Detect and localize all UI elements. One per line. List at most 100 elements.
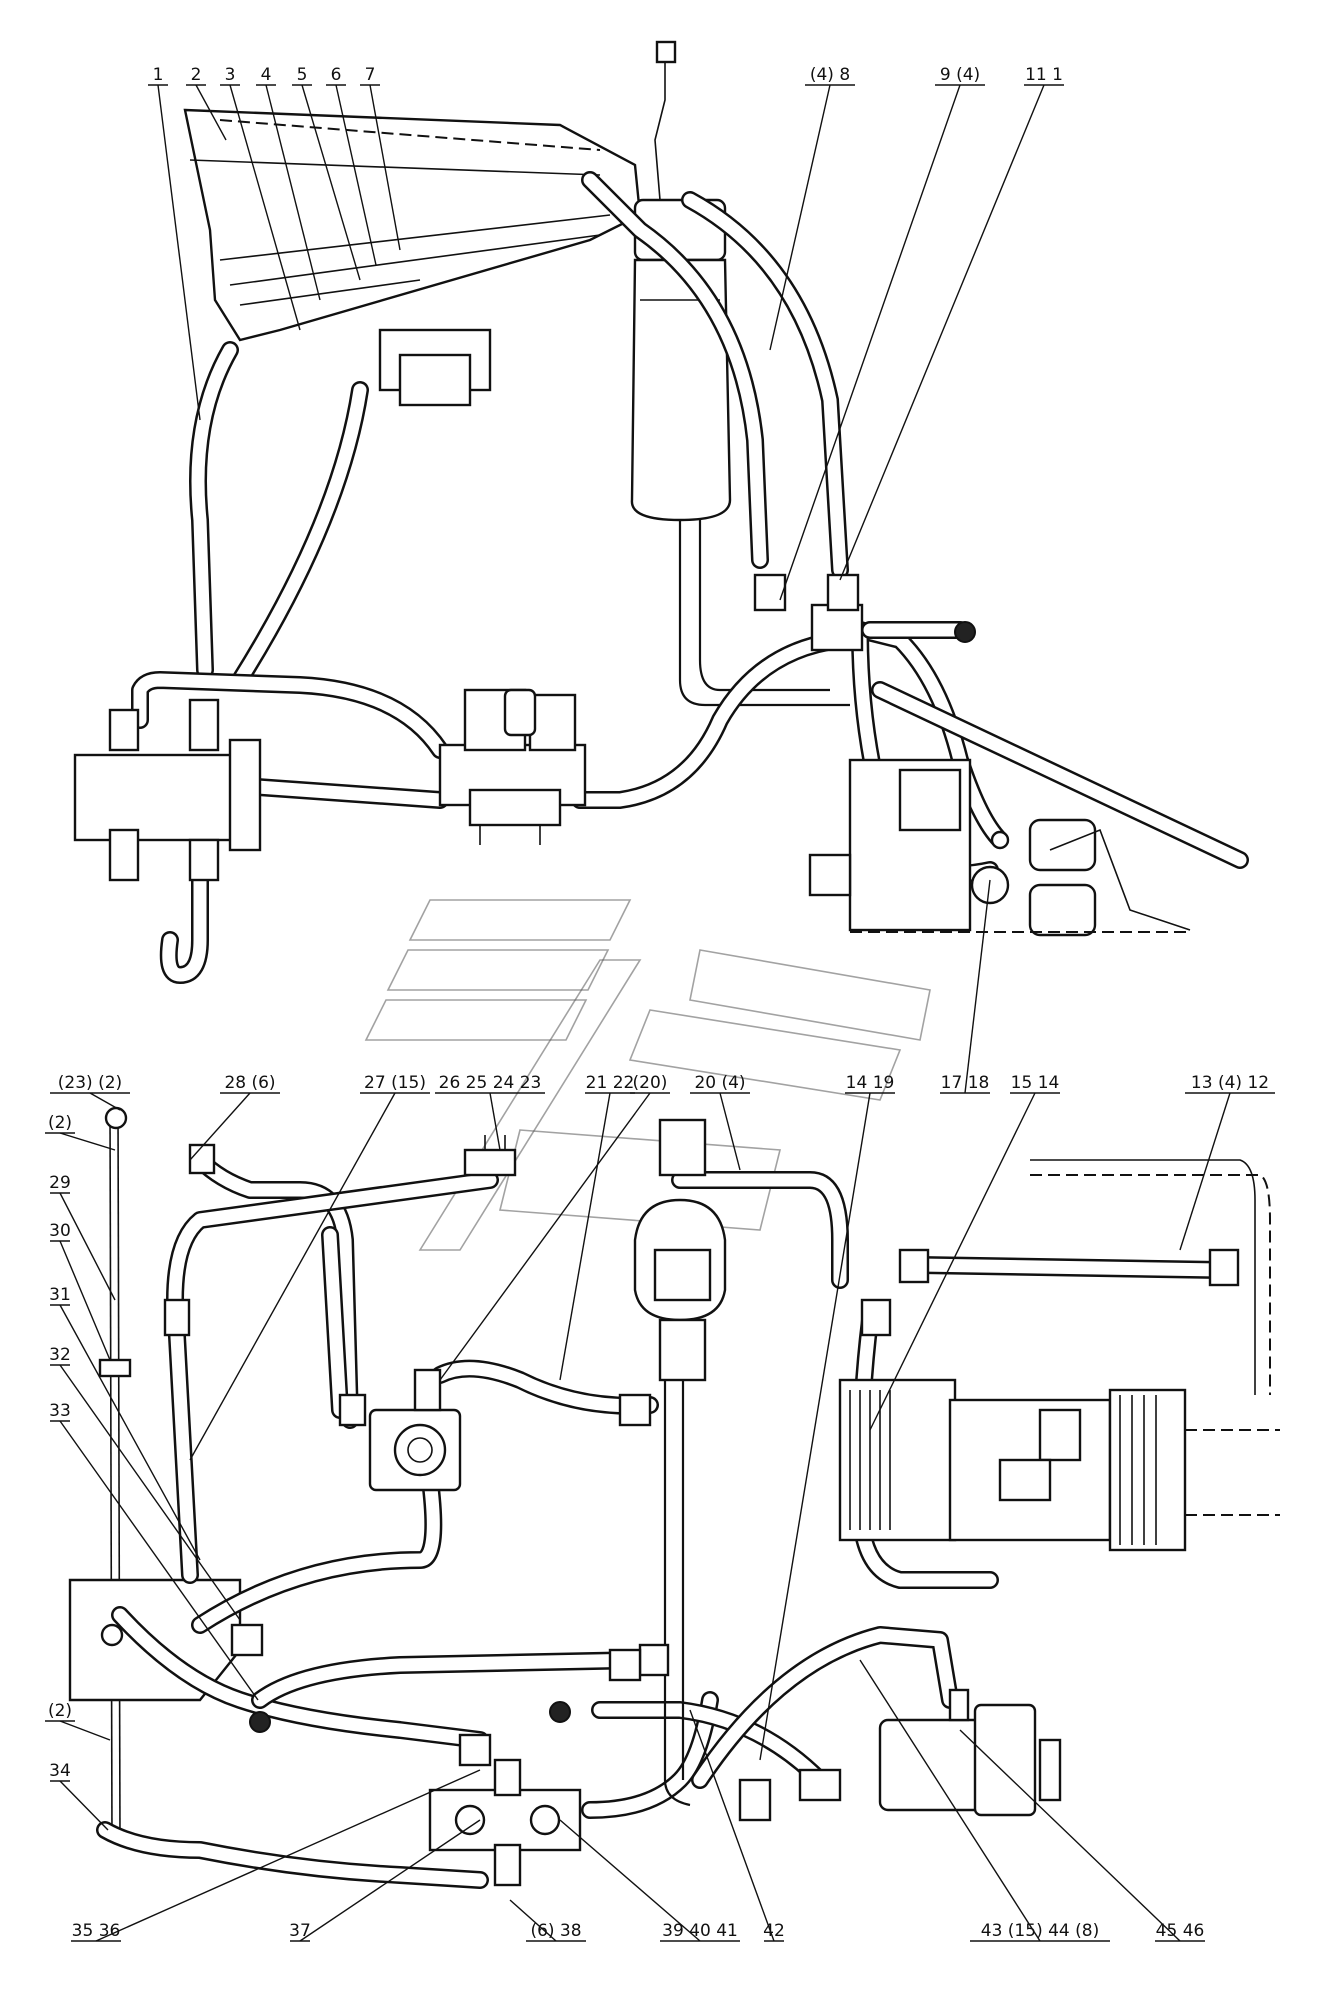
callout-18: 26 25 24 23 xyxy=(435,1073,545,1151)
callout-leader xyxy=(189,1092,251,1161)
callout-text: 7 xyxy=(365,65,376,85)
callout-text: (2) xyxy=(48,1701,72,1721)
callout-text: 17 18 xyxy=(941,1073,990,1093)
inline-filter-bottom xyxy=(633,1118,727,1382)
callout-19: 27 (15) xyxy=(189,1073,430,1461)
callout-leader xyxy=(439,1092,651,1381)
callout-leader xyxy=(59,1364,241,1621)
callout-leader xyxy=(559,1092,611,1381)
callout-leader xyxy=(59,1720,111,1741)
callout-14: 14 19 xyxy=(759,1073,895,1761)
callout-22: (2) xyxy=(45,1113,116,1151)
hand-pump xyxy=(368,1368,462,1492)
callout-31: 37 xyxy=(289,1819,481,1942)
callout-leader xyxy=(779,84,961,601)
callout-text: (6) 38 xyxy=(530,1921,581,1941)
callout-leader xyxy=(769,84,831,351)
callout-leader xyxy=(759,1092,871,1761)
callout-leader xyxy=(95,1769,481,1942)
tee-fitting-bottom xyxy=(463,1135,517,1177)
callout-text: 6 xyxy=(331,65,342,85)
callout-text: 30 xyxy=(49,1221,71,1241)
callout-leader xyxy=(689,1709,775,1942)
callout-text: 14 19 xyxy=(846,1073,895,1093)
callout-leader xyxy=(301,84,361,281)
callout-text: 35 36 xyxy=(72,1921,121,1941)
callout-text: 15 14 xyxy=(1011,1073,1060,1093)
callout-36: 45 46 xyxy=(959,1729,1205,1942)
callout-leader xyxy=(1179,1092,1231,1251)
main-pump-bottom xyxy=(838,1159,1280,1552)
callout-leader xyxy=(369,84,401,251)
callout-15: 20 (4) xyxy=(690,1073,750,1171)
callout-25: 31 xyxy=(49,1285,201,1561)
callout-text: 5 xyxy=(297,65,308,85)
callout-leader xyxy=(195,84,227,141)
callout-text: 37 xyxy=(289,1921,311,1941)
valve-bottom-center xyxy=(428,1758,582,1887)
callout-text: 32 xyxy=(49,1345,71,1365)
callout-leader xyxy=(859,1659,1041,1942)
callout-leader xyxy=(335,84,377,266)
callout-12: 17 18 xyxy=(940,879,991,1094)
callout-text: 1 xyxy=(153,65,164,85)
callout-28: (2) xyxy=(45,1701,111,1741)
callout-text: 29 xyxy=(49,1173,71,1193)
callout-text: 2 xyxy=(191,65,202,85)
callout-leader xyxy=(229,84,301,331)
callout-text: (4) 8 xyxy=(810,65,850,85)
callout-text: (20) xyxy=(633,1073,668,1093)
pump-assembly-top xyxy=(808,758,1191,937)
control-valve-top xyxy=(438,688,587,845)
callout-text: 20 (4) xyxy=(694,1073,745,1093)
callout-leader xyxy=(964,879,991,1094)
gear-pump-bottom xyxy=(878,1688,1062,1817)
callout-35: 43 (15) 44 (8) xyxy=(859,1659,1110,1942)
callout-text: 26 25 24 23 xyxy=(439,1073,542,1093)
callout-text: 42 xyxy=(763,1921,785,1941)
callout-text: 34 xyxy=(49,1761,71,1781)
callout-text: 13 (4) 12 xyxy=(1191,1073,1269,1093)
callout-4: 4 xyxy=(256,65,321,301)
callout-leader xyxy=(869,1092,1036,1431)
callout-9: 9 (4) xyxy=(779,65,985,601)
callout-leader xyxy=(59,1780,109,1831)
callout-leader xyxy=(59,1420,259,1701)
hoses-bottom xyxy=(96,1151,1229,1889)
callout-20: 28 (6) xyxy=(189,1073,280,1161)
caps-and-nuts xyxy=(163,1143,1240,1822)
callout-30: 35 36 xyxy=(71,1769,481,1942)
callout-26: 32 xyxy=(49,1345,241,1621)
callout-leader xyxy=(839,84,1045,581)
callout-leader xyxy=(157,84,201,421)
callout-8: (4) 8 xyxy=(769,65,855,351)
callout-leader xyxy=(59,1132,116,1151)
callout-leader xyxy=(89,1092,121,1111)
callout-text: 3 xyxy=(225,65,236,85)
callout-text: 21 22 xyxy=(586,1073,635,1093)
support-rod xyxy=(98,1106,132,1841)
callout-leader xyxy=(189,1092,396,1461)
callout-11: 13 (4) 12 xyxy=(1179,1073,1275,1251)
callout-33: 39 40 41 xyxy=(559,1819,740,1942)
callout-5: 5 xyxy=(292,65,361,281)
callout-29: 34 xyxy=(49,1761,109,1831)
callout-text: 9 (4) xyxy=(940,65,980,85)
callout-text: 31 xyxy=(49,1285,71,1305)
callout-text: 45 46 xyxy=(1156,1921,1205,1941)
callout-text: 43 (15) 44 (8) xyxy=(981,1921,1099,1941)
callout-24: 30 xyxy=(49,1221,111,1361)
callout-text: (2) xyxy=(48,1113,72,1133)
callout-13: 15 14 xyxy=(869,1073,1060,1431)
callout-21: (23) (2) xyxy=(50,1073,130,1111)
callout-text: (23) (2) xyxy=(58,1073,122,1093)
callout-27: 33 xyxy=(49,1401,259,1701)
callout-leader xyxy=(59,1192,116,1301)
valve-block-left xyxy=(73,698,262,882)
callout-text: 11 1 xyxy=(1025,65,1063,85)
callout-3: 3 xyxy=(220,65,301,331)
callout-34: 42 xyxy=(689,1709,785,1942)
callout-leader xyxy=(719,1092,741,1171)
callout-1: 1 xyxy=(148,65,201,421)
